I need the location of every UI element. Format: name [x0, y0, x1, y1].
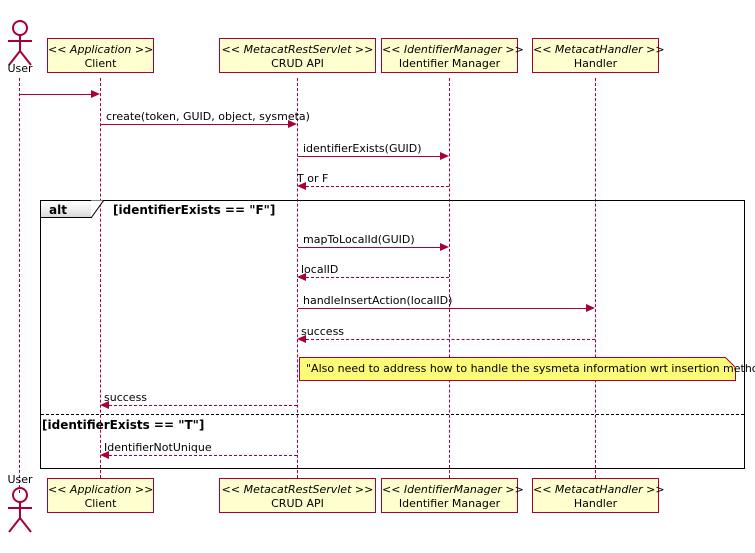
arrowhead-local-id: [297, 273, 306, 281]
participant-stereotype: << MetacatRestServlet >>: [221, 43, 374, 56]
participant-box-handler-bottom[interactable]: << MetacatHandler >> Handler: [532, 478, 665, 513]
lifeline-handler: [595, 78, 596, 478]
participant-box-client-bottom[interactable]: << Application >> Client: [47, 478, 154, 513]
participant-name: Identifier Manager: [398, 496, 501, 510]
arrowhead-identifier-exists: [440, 152, 449, 160]
message-line-create: [101, 124, 289, 125]
participant-name: Handler: [573, 496, 618, 510]
actor-user-icon-top: [8, 20, 32, 66]
participant-box-crud-api-bottom[interactable]: << MetacatRestServlet >> CRUD API: [219, 478, 376, 513]
message-label-identifier-exists: identifierExists(GUID): [303, 142, 422, 155]
message-label-success-handler: success: [301, 325, 345, 338]
participant-box-handler-top[interactable]: << MetacatHandler >> Handler: [532, 38, 665, 73]
alt-fragment-frame: [40, 200, 745, 469]
lifeline-user: [19, 78, 20, 493]
message-label-t-or-f: T or F: [297, 172, 329, 185]
note-fold-corner-icon: [725, 357, 737, 369]
participant-stereotype: << IdentifierManager >>: [382, 483, 524, 496]
actor-user-icon-bottom: [8, 487, 32, 533]
arrowhead-success-client: [100, 401, 109, 409]
participant-box-client-top[interactable]: << Application >> Client: [47, 38, 154, 73]
arrowhead-user-to-client: [91, 90, 100, 98]
participant-box-identifier-manager-top[interactable]: << IdentifierManager >> Identifier Manag…: [381, 38, 524, 73]
actor-label-top: User: [7, 62, 33, 75]
participant-name: Client: [84, 56, 117, 70]
participant-name: CRUD API: [271, 496, 324, 510]
arrowhead-handle-insert-action: [586, 304, 595, 312]
alt-branch-separator: [41, 414, 744, 415]
message-line-map-to-local-id: [298, 247, 441, 248]
lifeline-identifier-manager: [449, 78, 450, 478]
message-label-handle-insert-action: handleInsertAction(localID): [303, 294, 453, 307]
message-label-map-to-local-id: mapToLocalId(GUID): [303, 233, 415, 246]
participant-box-crud-api-top[interactable]: << MetacatRestServlet >> CRUD API: [219, 38, 376, 73]
message-label-identifier-not-unique: IdentifierNotUnique: [104, 441, 212, 454]
note-sysmeta: "Also need to address how to handle the …: [299, 357, 755, 381]
participant-stereotype: << MetacatHandler >>: [533, 483, 665, 496]
arrowhead-success-handler: [297, 335, 306, 343]
arrowhead-map-to-local-id: [440, 243, 449, 251]
participant-name: Identifier Manager: [398, 56, 501, 70]
alt-fragment-operator-tab: alt: [40, 200, 92, 218]
message-label-local-id: localID: [301, 263, 339, 276]
message-label-create: create(token, GUID, object, sysmeta): [106, 110, 310, 123]
participant-name: CRUD API: [271, 56, 324, 70]
participant-name: Client: [84, 496, 117, 510]
message-line-identifier-not-unique: [109, 455, 297, 456]
participant-box-identifier-manager-bottom[interactable]: << IdentifierManager >> Identifier Manag…: [381, 478, 524, 513]
message-line-success-client: [109, 405, 297, 406]
participant-stereotype: << Application >>: [48, 43, 154, 56]
message-line-t-or-f: [306, 186, 449, 187]
arrowhead-create: [288, 120, 297, 128]
alt-fragment-tab-corner: [91, 200, 104, 219]
message-line-local-id: [306, 277, 449, 278]
participant-stereotype: << MetacatRestServlet >>: [221, 483, 374, 496]
participant-stereotype: << MetacatHandler >>: [533, 43, 665, 56]
message-line-identifier-exists: [298, 156, 441, 157]
alt-branch-guard-2: [identifierExists == "T"]: [42, 418, 205, 432]
lifeline-client: [100, 78, 101, 478]
arrowhead-identifier-not-unique: [100, 451, 109, 459]
participant-stereotype: << Application >>: [48, 483, 154, 496]
arrowhead-t-or-f: [297, 182, 306, 190]
message-line-user-to-client: [20, 94, 92, 95]
message-line-handle-insert-action: [298, 308, 587, 309]
actor-label-bottom: User: [7, 473, 33, 486]
participant-stereotype: << IdentifierManager >>: [382, 43, 524, 56]
message-label-success-client: success: [104, 391, 148, 404]
participant-name: Handler: [573, 56, 618, 70]
message-line-success-handler: [306, 339, 595, 340]
alt-branch-guard-1: [identifierExists == "F"]: [113, 203, 276, 217]
